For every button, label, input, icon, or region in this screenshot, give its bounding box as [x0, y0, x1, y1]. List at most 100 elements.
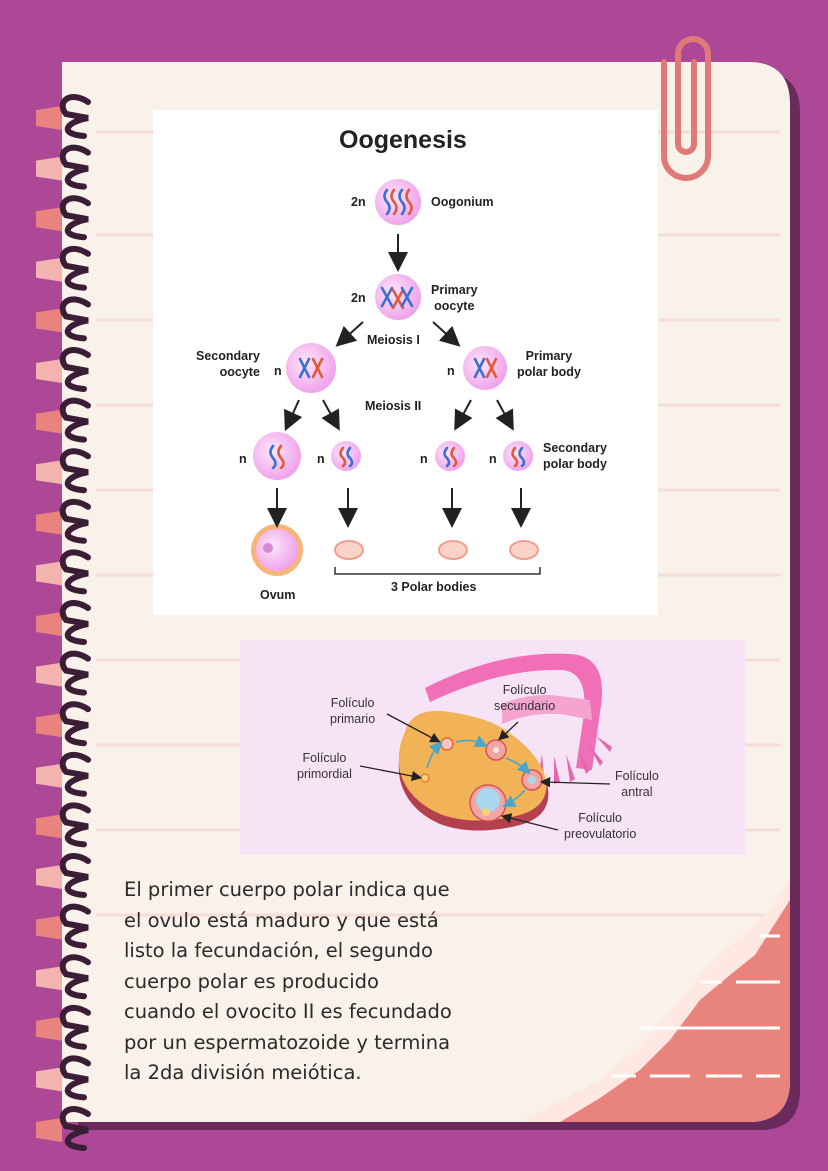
spiral-tab [36, 713, 62, 738]
polar-bodies-label: 3 Polar bodies [391, 580, 477, 594]
arrow-icon [335, 321, 364, 347]
spiral-tab [36, 409, 62, 434]
ovum-label: Ovum [260, 588, 296, 602]
spiral-tab [36, 966, 62, 991]
spiral-ring [59, 1106, 91, 1151]
gen3-ploidy-2: n [317, 452, 325, 466]
spiral-tab [36, 814, 62, 839]
secondary-polar-label: Secondary polar body [543, 440, 607, 472]
spiral-tab [36, 207, 62, 232]
secondary-oocyte-ploidy: n [274, 364, 282, 378]
paragraph-line: El primer cuerpo polar indica que [124, 878, 450, 901]
secondary-oocyte-label: Secondary oocyte [196, 348, 260, 380]
arrow-icon [454, 399, 473, 431]
primary-polar-label-line2: polar body [517, 365, 581, 379]
foliculo-preovulatorio-label: Folículo preovulatorio [564, 810, 636, 842]
paragraph-line: listo la fecundación, el segundo [124, 939, 433, 962]
secondary-oocyte-label-line1: Secondary [196, 349, 260, 363]
foliculo-primario-label: Folículo primario [330, 695, 375, 727]
spiral-tab [36, 1067, 62, 1092]
spiral-ring [59, 448, 91, 494]
arrow-icon [432, 321, 461, 347]
oogonium-label: Oogonium [431, 195, 494, 209]
spiral-tab [36, 156, 62, 181]
explanation-paragraph: El primer cuerpo polar indica que el ovu… [124, 875, 474, 1089]
secondary-polar-label-line2: polar body [543, 457, 607, 471]
spiral-ring [59, 245, 91, 291]
primary-polar-label: Primary polar body [517, 348, 581, 380]
gen3-ploidy-3: n [420, 452, 428, 466]
spiral-ring [59, 903, 91, 949]
spiral-tab [36, 561, 62, 586]
gen3-ploidy-4: n [489, 452, 497, 466]
spiral-ring [59, 144, 91, 190]
spiral-tab [36, 308, 62, 333]
spiral-ring [59, 954, 91, 1000]
paragraph-line: cuando el ovocito II es fecundado [124, 1000, 452, 1023]
primary-oocyte-label-line2: oocyte [434, 299, 475, 313]
spiral-ring [59, 802, 91, 848]
oogonium-ploidy: 2n [351, 195, 366, 209]
spiral-ring [59, 701, 91, 747]
spiral-tab [36, 662, 62, 687]
foliculo-primario-line2: primario [330, 712, 376, 726]
foliculo-preovulatorio-line2: preovulatorio [564, 827, 637, 841]
foliculo-antral-line2: antral [621, 785, 653, 799]
spiral-tab [36, 865, 62, 889]
secondary-oocyte-label-line2: oocyte [219, 365, 260, 379]
foliculo-primordial-label: Folículo primordial [297, 750, 352, 782]
spiral-ring [59, 498, 91, 544]
primary-polar-label-line1: Primary [525, 349, 573, 363]
spiral-ring [59, 296, 91, 342]
secondary-polar-label-line1: Secondary [543, 441, 607, 455]
spiral-tab [36, 460, 62, 485]
paragraph-line: cuerpo polar es producido [124, 969, 379, 993]
primary-oocyte-label: Primary oocyte [431, 282, 478, 314]
spiral-ring [59, 600, 91, 645]
spiral-ring [59, 853, 91, 898]
foliculo-primordial-line2: primordial [297, 767, 352, 781]
spiral-tab [36, 359, 62, 383]
spiral-ring [59, 549, 91, 595]
gen3-ploidy-1: n [239, 452, 247, 466]
meiosis-ii-label: Meiosis II [365, 399, 422, 413]
foliculo-antral-line1: Folículo [615, 769, 659, 783]
spiral-tab [36, 915, 62, 940]
spiral-ring [59, 650, 91, 696]
primary-oocyte-ploidy: 2n [351, 291, 366, 305]
paragraph-line: por un espermatozoide y termina [124, 1030, 451, 1054]
spiral-ring [59, 1055, 91, 1101]
primary-polar-ploidy: n [447, 364, 455, 378]
meiosis-i-label: Meiosis I [367, 333, 420, 347]
spiral-tab [36, 257, 62, 282]
arrow-icon [284, 399, 303, 432]
arrow-icon [495, 399, 514, 431]
oogenesis-graphics [251, 179, 541, 576]
paperclip-icon [661, 36, 711, 181]
oogenesis-diagram: Oogenesis 2n Oogonium 2n Primary oocyte … [153, 110, 658, 615]
foliculo-preovulatorio-line1: Folículo [578, 811, 623, 825]
spiral-tab [36, 1016, 62, 1041]
spiral-ring [59, 347, 91, 392]
primary-oocyte-label-line1: Primary [431, 283, 478, 297]
foliculo-antral-label: Folículo antral [615, 768, 659, 800]
spiral-tab [36, 612, 62, 636]
spiral-tab [36, 106, 62, 130]
diagram-title: Oogenesis [339, 126, 467, 154]
foliculo-primario-line1: Folículo [330, 696, 375, 710]
paragraph-line: la 2da división meiótica. [124, 1061, 362, 1084]
foliculo-primordial-line1: Folículo [302, 751, 347, 765]
spiral-ring [59, 1004, 91, 1050]
foliculo-secundario-line1: Folículo [502, 683, 547, 697]
foliculo-secundario-line2: secundario [494, 699, 556, 713]
ovary-graphics [359, 653, 612, 831]
spiral-ring [59, 751, 91, 797]
spiral-ring [59, 397, 91, 443]
paragraph-line: el ovulo está maduro y que está [124, 908, 439, 932]
spiral-ring [59, 94, 91, 139]
spiral-tab [36, 1118, 62, 1142]
foliculo-secundario-label: Folículo secundario [494, 682, 555, 714]
spiral-tab [36, 763, 62, 788]
ovary-diagram: Folículo primario Folículo secundario Fo… [240, 640, 745, 855]
